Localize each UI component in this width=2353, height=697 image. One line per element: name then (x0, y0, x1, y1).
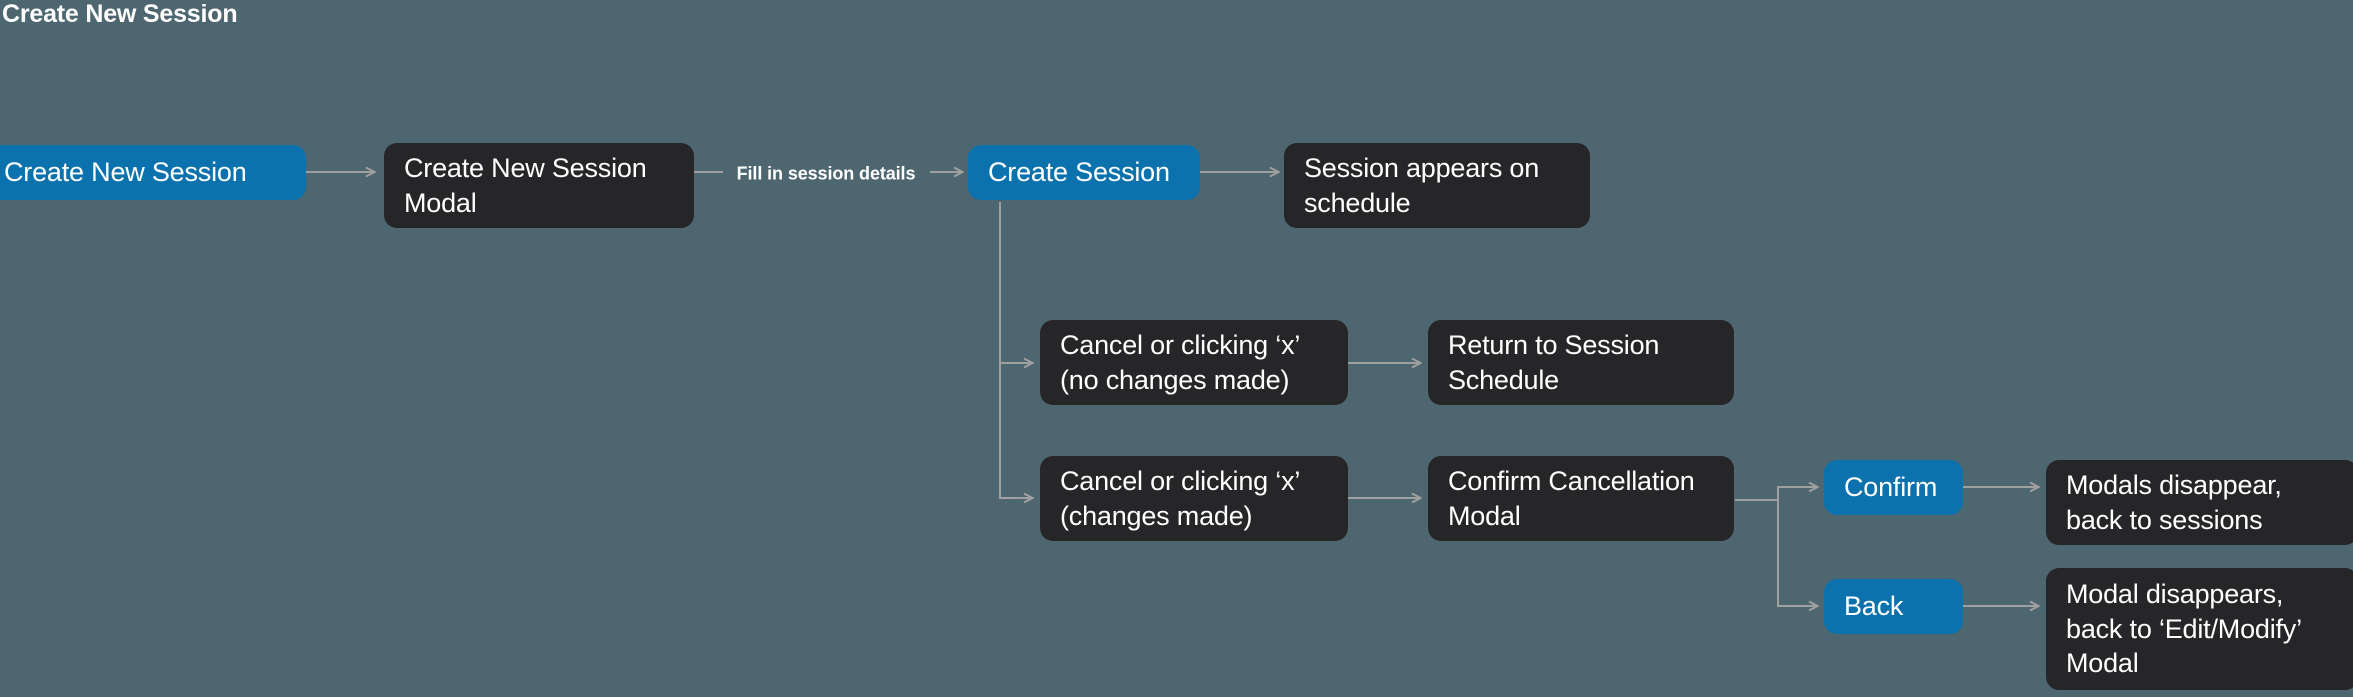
node-label: Cancel or clicking ‘x’ (no changes made) (1060, 329, 1301, 395)
node-confirm-cancellation-modal[interactable]: Confirm Cancellation Modal (1428, 456, 1734, 541)
node-label: Create New Session (4, 157, 247, 188)
node-label: Modals disappear, back to sessions (2066, 469, 2282, 535)
edge-label-fill-in-session-details: Fill in session details (736, 163, 916, 184)
edge-confirm-modal-to-confirm (1735, 487, 1817, 501)
node-label: Session appears on schedule (1304, 152, 1540, 218)
node-create-session-button[interactable]: Create Session (968, 145, 1200, 200)
node-cancel-with-changes[interactable]: Cancel or clicking ‘x’ (changes made) (1040, 456, 1348, 541)
node-session-appears-on-schedule[interactable]: Session appears on schedule (1284, 143, 1590, 228)
node-label: Create New Session Modal (404, 152, 647, 218)
node-return-to-session-schedule[interactable]: Return to Session Schedule (1428, 320, 1734, 405)
node-label: Modal disappears, back to ‘Edit/Modify’ … (2066, 579, 2302, 679)
node-label: Cancel or clicking ‘x’ (changes made) (1060, 465, 1301, 531)
edge-confirm-modal-to-back (1777, 500, 1817, 606)
edge-create-session-to-cancel-no-changes (999, 202, 1032, 363)
node-label: Create Session (988, 157, 1170, 188)
node-cancel-no-changes[interactable]: Cancel or clicking ‘x’ (no changes made) (1040, 320, 1348, 405)
page-title: Create New Session (2, 0, 238, 28)
node-label: Confirm Cancellation Modal (1448, 465, 1695, 531)
node-modals-disappear-back-to-sessions[interactable]: Modals disappear, back to sessions (2046, 460, 2353, 545)
node-label: Back (1844, 591, 1904, 622)
node-modal-disappears-back-to-edit-modify[interactable]: Modal disappears, back to ‘Edit/Modify’ … (2046, 568, 2353, 690)
edge-create-session-to-cancel-changes (999, 202, 1032, 498)
node-confirm-button[interactable]: Confirm (1824, 460, 1963, 515)
node-label: Confirm (1844, 472, 1938, 503)
node-back-button[interactable]: Back (1824, 579, 1963, 634)
node-create-new-session-modal[interactable]: Create New Session Modal (384, 143, 694, 228)
node-create-new-session-button[interactable]: Create New Session (0, 145, 306, 200)
node-label: Return to Session Schedule (1448, 329, 1660, 395)
